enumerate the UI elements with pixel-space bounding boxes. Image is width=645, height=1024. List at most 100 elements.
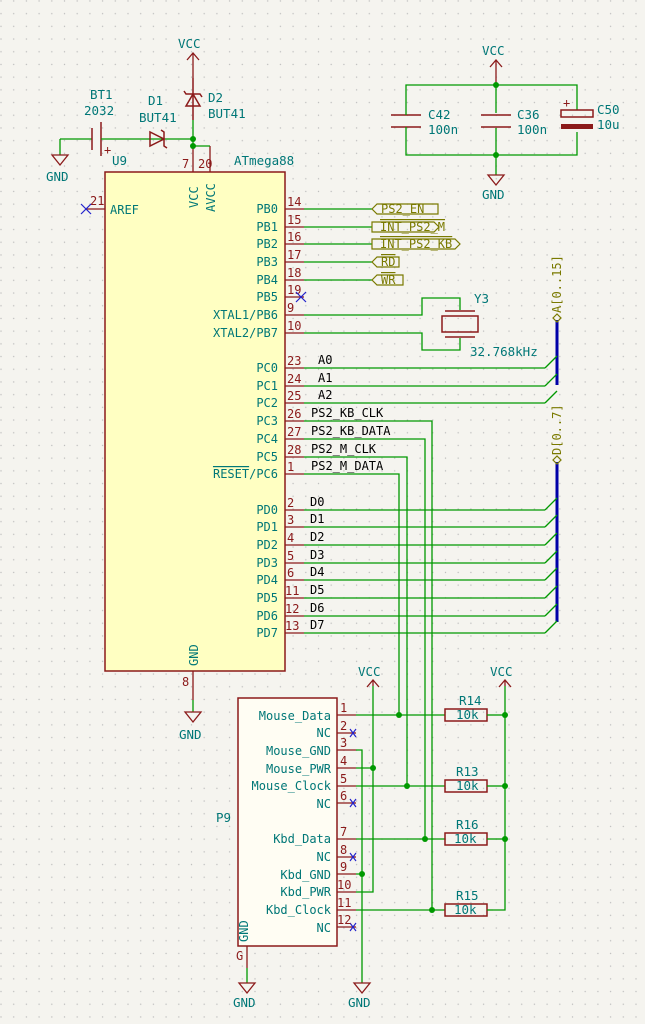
global-wr-frame: [371, 274, 404, 286]
pin-num-pb4: 18: [287, 266, 301, 280]
p9-pin4-name: Mouse_PWR: [266, 762, 332, 776]
global-wr: WR: [381, 273, 396, 287]
u9-microcontroller[interactable]: U9 ATmega88 7 20 VCC AVCC GND 8 21 AREF: [80, 146, 307, 700]
pin-num-pd1: 3: [287, 513, 294, 527]
u9-vcc-label: VCC: [187, 186, 201, 208]
u9-ref: U9: [112, 153, 127, 168]
u9-gnd-label: GND: [187, 644, 201, 666]
global-ps2en: PS2_EN: [381, 202, 424, 216]
global-intm-frame: [371, 221, 440, 233]
p9-pin11-num: 11: [337, 896, 351, 910]
d1-ref: D1: [148, 93, 163, 108]
p9-pin6-name: NC: [317, 797, 331, 811]
gnd-symbol-u9: GND: [179, 700, 203, 742]
pin-num-pc4: 27: [287, 425, 301, 439]
y3-ref: Y3: [474, 291, 489, 306]
c36-value: 100n: [517, 122, 547, 137]
gnd-symbol-bt1: GND: [46, 139, 70, 184]
pin-num-pb2: 16: [287, 230, 301, 244]
gnd-symbol-p9: GND: [233, 968, 257, 1010]
gnd-symbol-caps: GND: [482, 174, 506, 202]
pin-num-pc6: 1: [287, 460, 294, 474]
bt1-value: 2032: [84, 103, 114, 118]
u9-value: ATmega88: [234, 153, 294, 168]
r13-resistor[interactable]: R13 10k: [444, 764, 493, 793]
bus-a-label: A[0..15]: [550, 255, 564, 313]
pin-name-pb7: XTAL2/PB7: [213, 326, 278, 340]
p9-gnd-label: GND: [237, 920, 251, 942]
net-ps2-kb-clk: PS2_KB_CLK: [311, 406, 384, 420]
pin-name-pc1: PC1: [256, 379, 278, 393]
c42-capacitor[interactable]: C42 100n: [391, 107, 458, 137]
pin-num-pc5: 28: [287, 443, 301, 457]
p9-ref: P9: [216, 810, 231, 825]
pin-name-pc0: PC0: [256, 361, 278, 375]
pin-name-pc3: PC3: [256, 414, 278, 428]
r16-ref: R16: [456, 817, 479, 832]
p9-pin8-name: NC: [317, 850, 331, 864]
pin-num-pb6: 9: [287, 301, 294, 315]
bt1-battery[interactable]: + BT1 2032: [60, 87, 128, 157]
p9-connector[interactable]: P9 GND G Mouse_Data NC Mouse_GND Mouse_P…: [216, 697, 357, 968]
global-rd-frame: [371, 256, 400, 268]
pin-num-pd6: 12: [285, 602, 299, 616]
net-ps2-kb-data: PS2_KB_DATA: [311, 424, 391, 438]
r13-value: 10k: [456, 778, 479, 793]
p9-body: [237, 697, 338, 947]
d2-diode[interactable]: D2 BUT41: [183, 78, 246, 121]
p9-pin10-num: 10: [337, 878, 351, 892]
r15-resistor[interactable]: R15 10k: [444, 888, 493, 917]
c50-plus: +: [563, 96, 570, 110]
pin-name-pd0: PD0: [256, 503, 278, 517]
pin-name-pd4: PD4: [256, 573, 278, 587]
p9-pin9-num: 9: [340, 860, 347, 874]
c50-capacitor[interactable]: + C50 10u: [560, 96, 620, 132]
c36-capacitor[interactable]: C36 100n: [481, 107, 547, 137]
pin-num-pb3: 17: [287, 248, 301, 262]
net-d5: D5: [310, 583, 324, 597]
net-ps2-m-data: PS2_M_DATA: [311, 459, 384, 473]
svg-text:VCC: VCC: [178, 36, 201, 51]
d1-value: BUT41: [139, 110, 177, 125]
d1-diode[interactable]: D1 BUT41: [128, 93, 193, 149]
pin-num-pd5: 11: [285, 584, 299, 598]
pin-num-pc3: 26: [287, 407, 301, 421]
r16-resistor[interactable]: R16 10k: [444, 817, 493, 846]
pin-num-pc2: 25: [287, 389, 301, 403]
net-d2: D2: [310, 530, 324, 544]
vcc-symbol-p9: VCC: [358, 664, 381, 688]
pin-num-pc1: 24: [287, 372, 301, 386]
pin-name-pc6-reset: RESET: [213, 467, 249, 481]
r14-value: 10k: [456, 707, 479, 722]
p9-pin5-name: Mouse_Clock: [252, 779, 332, 793]
p9-pin12-num: 12: [337, 913, 351, 927]
r14-resistor[interactable]: R14 10k: [444, 693, 493, 722]
u9-body: [104, 171, 286, 672]
vcc-symbol-caps: VCC: [482, 43, 505, 85]
p9-pin5-num: 5: [340, 772, 347, 786]
pin-name-pb3: PB3: [256, 255, 278, 269]
y3-crystal[interactable]: Y3 32.768kHz: [441, 291, 538, 359]
pin-name-pb0: PB0: [256, 202, 278, 216]
p9-pin4-num: 4: [340, 754, 347, 768]
pin-name-pd7: PD7: [256, 626, 278, 640]
pin-name-pd2: PD2: [256, 538, 278, 552]
p9-pin12-name: NC: [317, 921, 331, 935]
pin-name-pd6: PD6: [256, 609, 278, 623]
c42-value: 100n: [428, 122, 458, 137]
pin-name-pb4: PB4: [256, 273, 278, 287]
svg-text:GND: GND: [348, 995, 371, 1010]
pin-num-pd7: 13: [285, 619, 299, 633]
gnd-symbol-p9-pins: GND: [348, 982, 372, 1010]
p9-pin8-num: 8: [340, 843, 347, 857]
global-rd: RD: [381, 255, 395, 269]
u9-pin-7: 7: [182, 157, 189, 171]
pin-name-pc6: RESET/PC6: [213, 467, 278, 481]
pin-name-pc4: PC4: [256, 432, 278, 446]
global-ps2en-frame: [371, 203, 439, 215]
bt1-ref: BT1: [90, 87, 113, 102]
pin-name-pd3: PD3: [256, 556, 278, 570]
p9-pin10-name: Kbd_PWR: [280, 885, 331, 899]
r15-value: 10k: [454, 902, 477, 917]
pin-num-pd4: 6: [287, 566, 294, 580]
